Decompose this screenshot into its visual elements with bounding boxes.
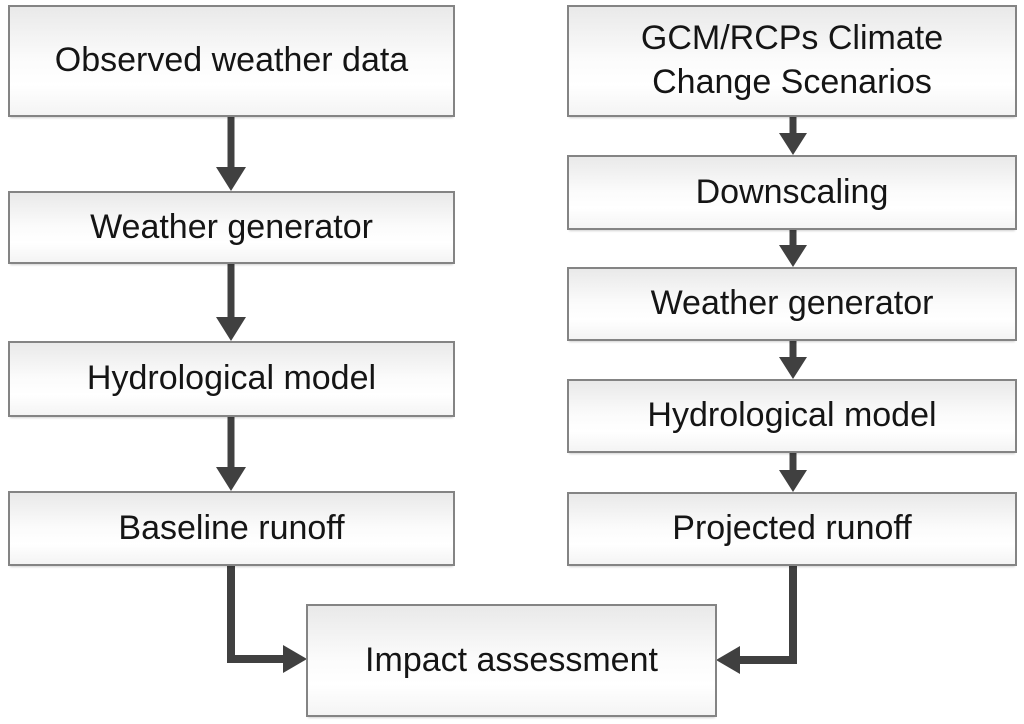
node-label: Downscaling: [695, 172, 889, 211]
arrow-downscaling-to-weather-generator: [779, 230, 807, 267]
node-label: GCM/RCPs Climate Change Scenarios: [640, 19, 944, 101]
arrow-hydrological-model-to-baseline-runoff: [216, 417, 246, 491]
node-observed-weather-data: Observed weather data: [8, 5, 455, 117]
node-label: Weather generator: [650, 284, 934, 323]
node-label: Hydrological model: [86, 359, 377, 398]
arrow-hydrological-model-to-projected-runoff: [779, 453, 807, 492]
node-label: Impact assessment: [365, 640, 658, 679]
node-label: Observed weather data: [54, 41, 409, 80]
arrow-observed-to-weather-generator: [216, 117, 246, 191]
node-downscaling: Downscaling: [567, 155, 1017, 230]
arrow-baseline-runoff-to-impact-assessment: [227, 566, 307, 673]
arrow-gcm-to-downscaling: [779, 117, 807, 155]
arrow-weather-generator-to-hydrological-model-right: [779, 341, 807, 379]
node-label: Projected runoff: [672, 509, 912, 548]
node-impact-assessment: Impact assessment: [306, 604, 717, 717]
node-label: Baseline runoff: [118, 508, 345, 547]
node-projected-runoff: Projected runoff: [567, 492, 1017, 566]
node-weather-generator-projected: Weather generator: [567, 267, 1017, 341]
node-baseline-runoff: Baseline runoff: [8, 491, 455, 566]
arrow-weather-generator-to-hydrological-model-left: [216, 264, 246, 341]
node-label: Weather generator: [90, 207, 373, 246]
node-label: Hydrological model: [647, 396, 937, 435]
node-hydrological-model-baseline: Hydrological model: [8, 341, 455, 417]
node-weather-generator-baseline: Weather generator: [8, 191, 455, 264]
node-hydrological-model-projected: Hydrological model: [567, 379, 1017, 453]
arrow-projected-runoff-to-impact-assessment: [716, 566, 797, 674]
node-gcm-rcps-climate-change-scenarios: GCM/RCPs Climate Change Scenarios: [567, 5, 1017, 117]
